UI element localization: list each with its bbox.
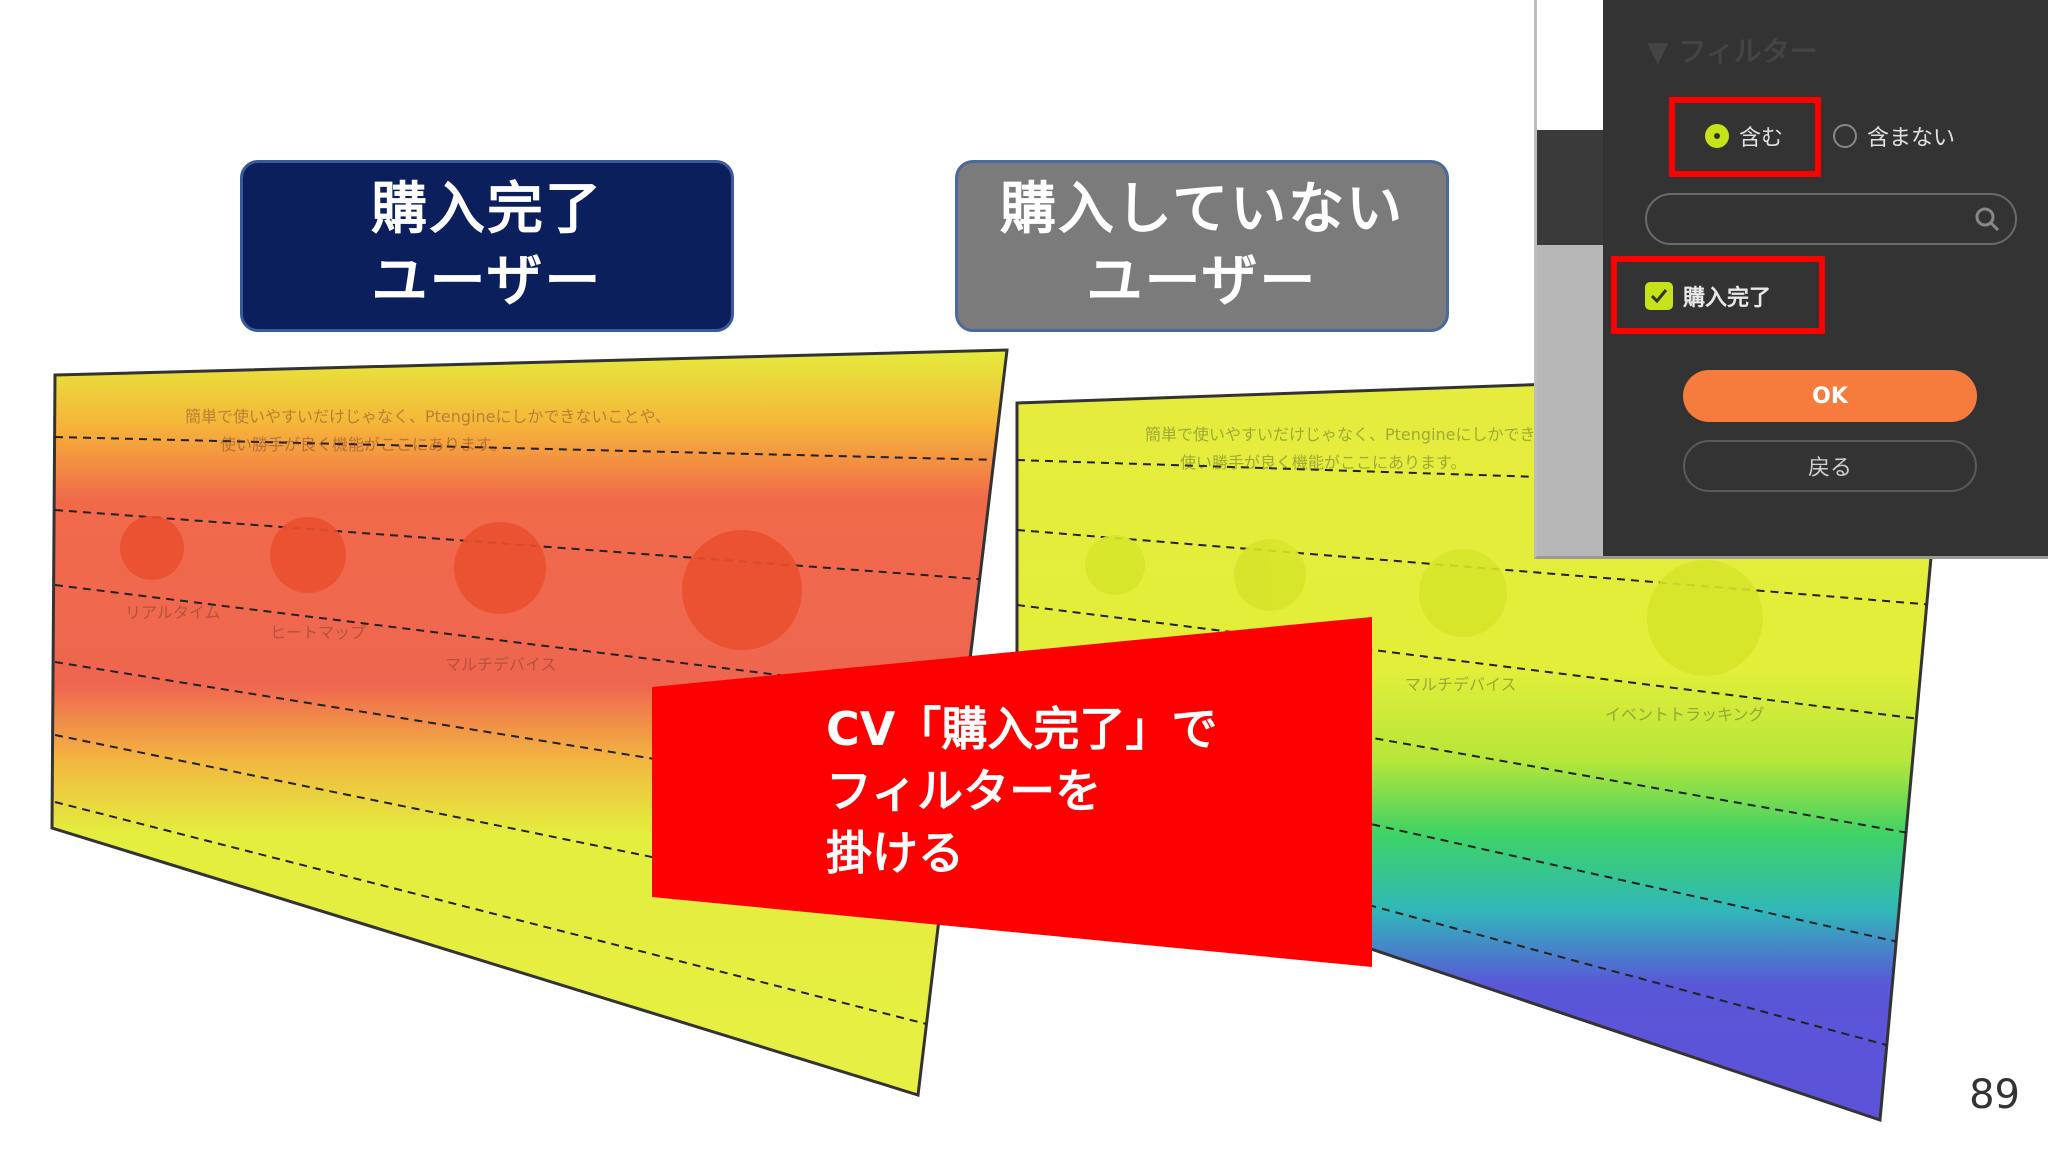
checkbox-purchase-complete[interactable]: 購入完了 [1645,280,1771,312]
radio-include-dot[interactable] [1705,124,1729,148]
heatmap-purchased-feature-1: リアルタイム [125,603,221,622]
highlight-include-radio [1669,97,1821,177]
heatmap-non-purchased-intro-1: 簡単で使いやすいだけじゃなく、Ptengineにしかできないことや、 [1145,425,1631,444]
radio-include-label: 含む [1739,126,1784,151]
dialog-background-strip [1537,0,1603,556]
heatmap-non-purchased-feature-4: イベントトラッキング [1605,705,1765,724]
callout-line3: 掛ける [826,826,964,880]
radio-exclude[interactable]: 含まない [1833,120,1955,152]
callout-text: CV「購入完了」で フィルターを 掛ける [826,698,1306,884]
check-icon [1650,289,1668,304]
back-button[interactable]: 戻る [1683,440,1977,492]
background-grey-band [1537,245,1603,556]
heatmap-non-purchased-intro-2: 使い勝手が良く機能がここにあります。 [1180,453,1466,472]
radio-exclude-dot[interactable] [1833,124,1857,148]
page-number: 89 [1969,1072,2020,1118]
filter-search-input[interactable] [1645,193,2017,245]
callout-shape [652,617,1372,967]
heatmap-purchased-feature-2: ヒートマップ [270,623,366,642]
checkbox-purchase-complete-box[interactable] [1645,282,1673,310]
dialog-title: ▼ フィルター [1647,30,1818,70]
label-non-purchased-line1: 購入していない [999,177,1405,242]
dialog-title-text: フィルター [1678,35,1818,68]
callout-filter [652,617,1372,967]
label-purchased-line2: ユーザー [371,249,603,314]
heatmap-purchased-intro-2: 使い勝手が良く機能がここにあります。 [220,435,506,454]
filter-dialog: ▼ フィルター 含む 含まない 購入完了 OK 戻る [1534,0,2048,559]
heatmap-purchased-intro-1: 簡単で使いやすいだけじゃなく、Ptengineにしかできないことや、 [185,407,671,426]
label-purchased-users: 購入完了 ユーザー [240,160,734,332]
ok-button[interactable]: OK [1683,370,1977,422]
label-non-purchased-line2: ユーザー [1086,249,1318,314]
heatmap-purchased-feature-3: マルチデバイス [445,655,557,674]
callout-line2: フィルターを [826,764,1102,818]
highlight-purchase-checkbox [1611,256,1825,334]
heatmap-purchased-svg: 簡単で使いやすいだけじゃなく、Ptengineにしかできないことや、 使い勝手が… [50,348,1009,1097]
heatmap-purchased: 簡単で使いやすいだけじゃなく、Ptengineにしかできないことや、 使い勝手が… [0,340,1020,1120]
background-dark-band [1537,130,1603,245]
heatmap-non-purchased-feature-3: マルチデバイス [1405,675,1517,694]
radio-exclude-label: 含まない [1867,126,1956,151]
callout-line1: CV「購入完了」で [826,702,1218,756]
search-icon[interactable] [1973,205,2001,233]
label-non-purchased-users: 購入していない ユーザー [955,160,1449,332]
label-purchased-line1: 購入完了 [371,177,603,242]
radio-include[interactable]: 含む [1705,120,1783,152]
checkbox-purchase-complete-label: 購入完了 [1683,286,1772,311]
filter-funnel-icon: ▼ [1647,35,1669,68]
